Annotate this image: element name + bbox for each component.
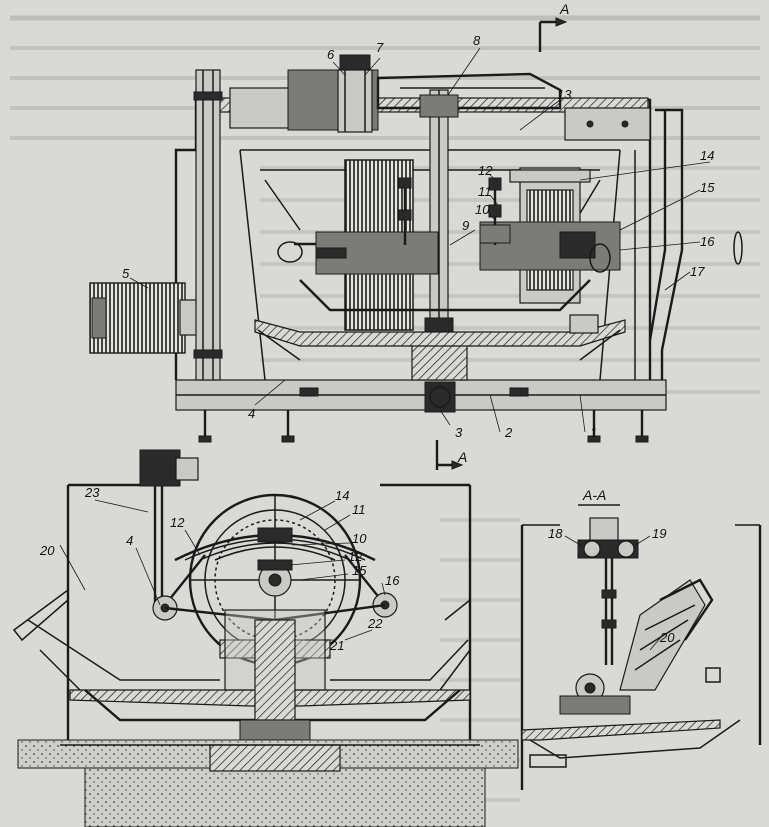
pipe-end <box>733 231 743 265</box>
tank-wall <box>66 483 472 745</box>
callout-11b: 11 <box>352 502 366 517</box>
callout-6: 6 <box>327 47 335 62</box>
section-cut-mark-bottom: A <box>435 440 467 470</box>
callout-3: 3 <box>455 425 463 440</box>
foundation <box>17 739 519 827</box>
side-pipe <box>655 108 684 380</box>
callout-8: 8 <box>473 33 481 48</box>
section-label-bottom: A <box>457 449 467 465</box>
section-title: А-А <box>582 487 606 503</box>
leader-lines-left <box>59 499 386 641</box>
side-section-view: 23 20 4 12 14 11 10 12 15 16 21 22 <box>12 449 519 827</box>
callout-10: 10 <box>475 202 490 217</box>
callout-23: 23 <box>84 485 100 500</box>
callout-11: 11 <box>478 184 492 199</box>
center-hub <box>239 619 311 743</box>
callout-15: 15 <box>700 180 715 195</box>
leader-lines-top <box>129 47 711 433</box>
callout-17: 17 <box>690 264 705 279</box>
callout-14b: 14 <box>335 488 349 503</box>
rotating-drum <box>277 159 439 331</box>
callout-21: 21 <box>329 638 344 653</box>
leaf-spring <box>174 527 376 571</box>
callout-18: 18 <box>548 526 563 541</box>
drive-column <box>193 69 223 381</box>
anchor-bolts <box>198 410 649 443</box>
callout-16: 16 <box>700 234 715 249</box>
section-bowl <box>521 719 741 768</box>
callout-14: 14 <box>700 148 714 163</box>
callout-5: 5 <box>122 266 130 281</box>
section-drive-head <box>577 517 639 665</box>
mixing-pan <box>254 279 626 361</box>
top-gear-drive <box>229 54 562 133</box>
leader-lines-right <box>564 535 663 651</box>
feed-chute <box>619 578 721 691</box>
callout-13: 13 <box>557 87 572 102</box>
callout-12c: 12 <box>348 549 363 564</box>
large-wheel <box>188 493 362 667</box>
top-gearbox <box>139 449 199 610</box>
bowl <box>27 609 471 722</box>
section-roller-pivot <box>559 673 631 715</box>
section-label-top: A <box>559 1 569 17</box>
callout-16b: 16 <box>385 573 400 588</box>
callout-4: 4 <box>248 406 255 421</box>
callout-4b: 4 <box>126 533 133 548</box>
callout-20b: 20 <box>659 630 675 645</box>
callout-1: 1 <box>590 425 597 440</box>
section-a-a-view: А-А <box>520 487 762 790</box>
callout-22: 22 <box>367 616 383 631</box>
electric-motor <box>89 282 220 354</box>
callout-2: 2 <box>504 425 513 440</box>
tension-rods <box>398 177 511 245</box>
callout-7: 7 <box>376 40 384 55</box>
callout-15b: 15 <box>352 563 367 578</box>
callout-19: 19 <box>652 526 666 541</box>
section-cut-mark-top: A <box>538 1 569 52</box>
front-elevation-view: A A 6 7 <box>89 1 743 470</box>
callout-9: 9 <box>462 218 469 233</box>
callout-10b: 10 <box>352 531 367 546</box>
callout-12b: 12 <box>170 515 185 530</box>
callout-20: 20 <box>39 543 55 558</box>
pressure-roller-assembly <box>479 167 621 304</box>
central-shaft <box>411 89 468 413</box>
callout-12: 12 <box>478 163 493 178</box>
